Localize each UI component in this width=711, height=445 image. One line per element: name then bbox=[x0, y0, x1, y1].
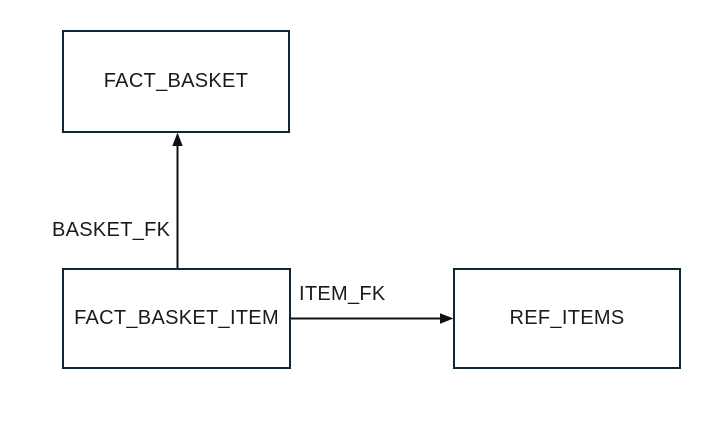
item-fk-arrow bbox=[291, 313, 454, 324]
entity-label: FACT_BASKET_ITEM bbox=[74, 307, 279, 329]
entity-ref-items: REF_ITEMS bbox=[453, 268, 681, 369]
entity-label: REF_ITEMS bbox=[509, 307, 625, 329]
entity-fact-basket: FACT_BASKET bbox=[62, 30, 290, 133]
basket-fk-arrow bbox=[172, 132, 183, 269]
basket-fk-edge-label: BASKET_FK bbox=[52, 219, 171, 241]
entity-fact-basket-item: FACT_BASKET_ITEM bbox=[62, 268, 291, 369]
item-fk-edge-label: ITEM_FK bbox=[299, 283, 386, 305]
entity-label: FACT_BASKET bbox=[103, 70, 249, 92]
